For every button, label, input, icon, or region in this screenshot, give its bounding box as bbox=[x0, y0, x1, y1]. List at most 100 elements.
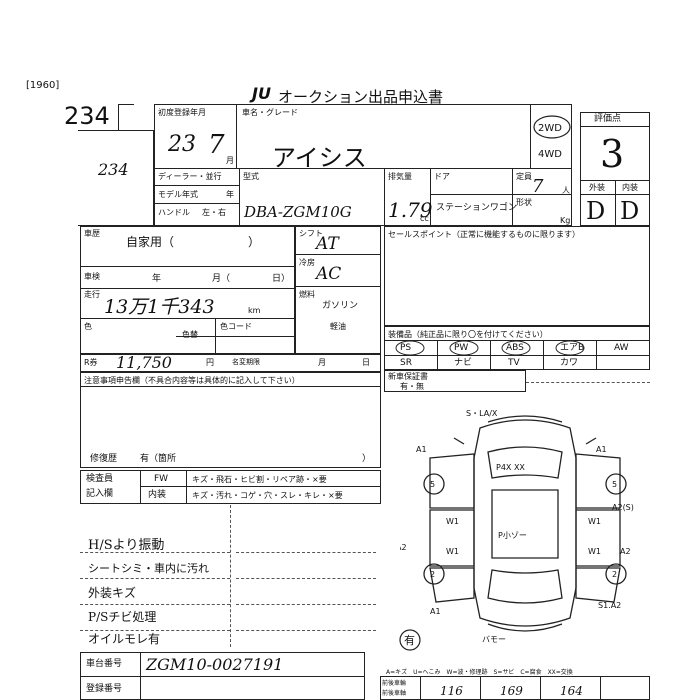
repair-value: 有（箇所 bbox=[140, 454, 177, 464]
equipment-label: 装備品（純正品に限り〇を付けてください） bbox=[388, 330, 548, 339]
notes-label: 注意事項申告欄（不具合内容等は具体的に記入して下さい） bbox=[84, 376, 300, 385]
record-book-label: 新車保証書 bbox=[388, 372, 428, 381]
deadline-day: 日 bbox=[362, 358, 370, 367]
diagram-circle5-right: 5 bbox=[612, 480, 617, 489]
diagram-left-mid: A2 bbox=[400, 543, 407, 552]
car-diagram: S・LA/X P4X XX P小ゾー A1 A2 A1 A2(S) A2 A1 … bbox=[400, 409, 634, 644]
diagram-w1-left-upper: W1 bbox=[446, 517, 459, 526]
equipment-airbag[interactable]: エアB bbox=[560, 343, 585, 353]
rating-score: 3 bbox=[600, 132, 625, 176]
diagram-right-rear: A2 bbox=[620, 547, 631, 556]
model-type-label: 型式 bbox=[243, 172, 259, 181]
handle-options: 左・右 bbox=[202, 208, 226, 217]
diagram-left-front: A1 bbox=[416, 445, 427, 454]
drive-circle-icon bbox=[533, 115, 571, 139]
equipment-sr[interactable]: SR bbox=[400, 358, 412, 368]
left-stamp-box bbox=[78, 130, 154, 226]
vin-value: ZGM10-0027191 bbox=[146, 655, 284, 674]
weight-unit: Kg bbox=[560, 216, 571, 225]
inspector-label-1: 検査員 bbox=[86, 474, 114, 484]
registration-year: 23 bbox=[168, 132, 196, 157]
capacity-label: 定員 bbox=[516, 172, 532, 181]
record-book-options: 有・無 bbox=[400, 382, 424, 391]
rating-label: 評価点 bbox=[594, 114, 622, 124]
model-type-value: DBA-ZGM10G bbox=[244, 203, 352, 221]
lot-number: 234 bbox=[64, 102, 110, 130]
equipment-leather[interactable]: カワ bbox=[560, 358, 579, 368]
diagram-front-label: S・LA/X bbox=[466, 409, 498, 418]
equipment-tv[interactable]: TV bbox=[508, 358, 520, 368]
ac-value: AC bbox=[316, 264, 342, 284]
registration-label: 初度登録年月 bbox=[158, 108, 206, 117]
bottom-table-value-3: 164 bbox=[560, 684, 583, 698]
fuel-diesel: 軽油 bbox=[330, 322, 346, 331]
dealer-label: ディーラー・並行 bbox=[158, 172, 222, 181]
diagram-w1-right-lower: W1 bbox=[588, 547, 601, 556]
color-label: 色 bbox=[84, 322, 92, 331]
inspector-interior: 内装 bbox=[148, 490, 167, 500]
registration-month: 7 bbox=[208, 130, 225, 160]
notes-block bbox=[80, 372, 381, 468]
recycle-value: 11,750 bbox=[116, 353, 172, 372]
mileage-value: 13万1千343 bbox=[104, 296, 215, 318]
diagram-circle5-left: 5 bbox=[430, 480, 435, 489]
recycle-block bbox=[80, 354, 381, 372]
displacement-unit: cc bbox=[420, 214, 429, 223]
model-year-label: モデル年式 bbox=[158, 190, 198, 199]
shift-value: AT bbox=[316, 234, 339, 254]
color-code-label: 色コード bbox=[220, 322, 252, 331]
diagram-roof-label: P4X XX bbox=[496, 463, 525, 472]
equipment-navi[interactable]: ナビ bbox=[454, 358, 473, 368]
mileage-label: 走行 bbox=[84, 290, 100, 299]
body-label: 形状 bbox=[516, 198, 532, 207]
interior-label: 内装 bbox=[622, 183, 638, 192]
bottom-table-label-1: 前後車輪 bbox=[382, 680, 407, 687]
bottom-table-label-2: 前後車軸 bbox=[382, 690, 407, 697]
equipment-abs[interactable]: ABS bbox=[506, 343, 524, 353]
note-line-3: 外装キズ bbox=[88, 586, 137, 600]
bottom-table-value-1: 116 bbox=[440, 684, 463, 698]
diagram-bottom-left: A1 bbox=[430, 607, 441, 616]
diagram-bottom-tag: バモー bbox=[482, 635, 506, 644]
diagram-right-front: A1 bbox=[596, 445, 607, 454]
top-block bbox=[154, 104, 572, 226]
record-book-block bbox=[384, 370, 526, 392]
diagram-bottom-right: S1.A2 bbox=[598, 601, 621, 610]
yes-stamp-icon: 有 bbox=[399, 629, 421, 651]
bottom-table-value-2: 169 bbox=[500, 684, 523, 698]
inspection-day: 日） bbox=[272, 274, 291, 284]
doors-label: ドア bbox=[434, 172, 450, 181]
registration-no-label: 登録番号 bbox=[86, 684, 123, 694]
fuel-label: 燃料 bbox=[299, 290, 315, 299]
car-name-value: アイシス bbox=[272, 144, 367, 172]
model-year-unit: 年 bbox=[226, 190, 234, 199]
ac-label: 冷房 bbox=[299, 258, 315, 267]
inspector-fw: FW bbox=[154, 474, 169, 484]
equipment-pw[interactable]: PW bbox=[454, 343, 469, 353]
note-line-1: H/Sより振動 bbox=[88, 538, 165, 553]
equipment-ps[interactable]: PS bbox=[400, 343, 412, 353]
left-stamp-number: 234 bbox=[98, 160, 129, 179]
middle-center-block bbox=[295, 226, 381, 354]
exterior-label: 外装 bbox=[589, 183, 605, 192]
equipment-aw[interactable]: AW bbox=[614, 343, 629, 353]
inspection-month: 月（ bbox=[212, 274, 231, 284]
deadline-month: 月 bbox=[318, 358, 326, 367]
vin-label: 車台番号 bbox=[86, 659, 123, 669]
car-name-label: 車名・グレード bbox=[242, 108, 298, 117]
form-code: [1960] bbox=[26, 80, 60, 91]
inspector-fw-items: キズ・飛石・ヒビ割・リペア跡・×要 bbox=[192, 475, 327, 484]
selling-points-block bbox=[384, 226, 650, 326]
exterior-value: D bbox=[586, 197, 606, 225]
diagram-hood-label: P小ゾー bbox=[498, 531, 527, 540]
diagram-right-back: A2(S) bbox=[612, 503, 634, 512]
diagram-circle2-left: 2 bbox=[430, 570, 435, 579]
inspection-label: 車検 bbox=[84, 272, 100, 281]
interior-value: D bbox=[620, 197, 640, 225]
color-change-label: 色替 bbox=[182, 330, 198, 339]
mileage-unit: km bbox=[248, 306, 261, 315]
form-title: オークション出品申込書 bbox=[278, 88, 444, 106]
yes-stamp-text: 有 bbox=[404, 633, 415, 647]
diagram-circle2-right: 2 bbox=[612, 570, 617, 579]
ju-logo: JU bbox=[252, 84, 271, 103]
